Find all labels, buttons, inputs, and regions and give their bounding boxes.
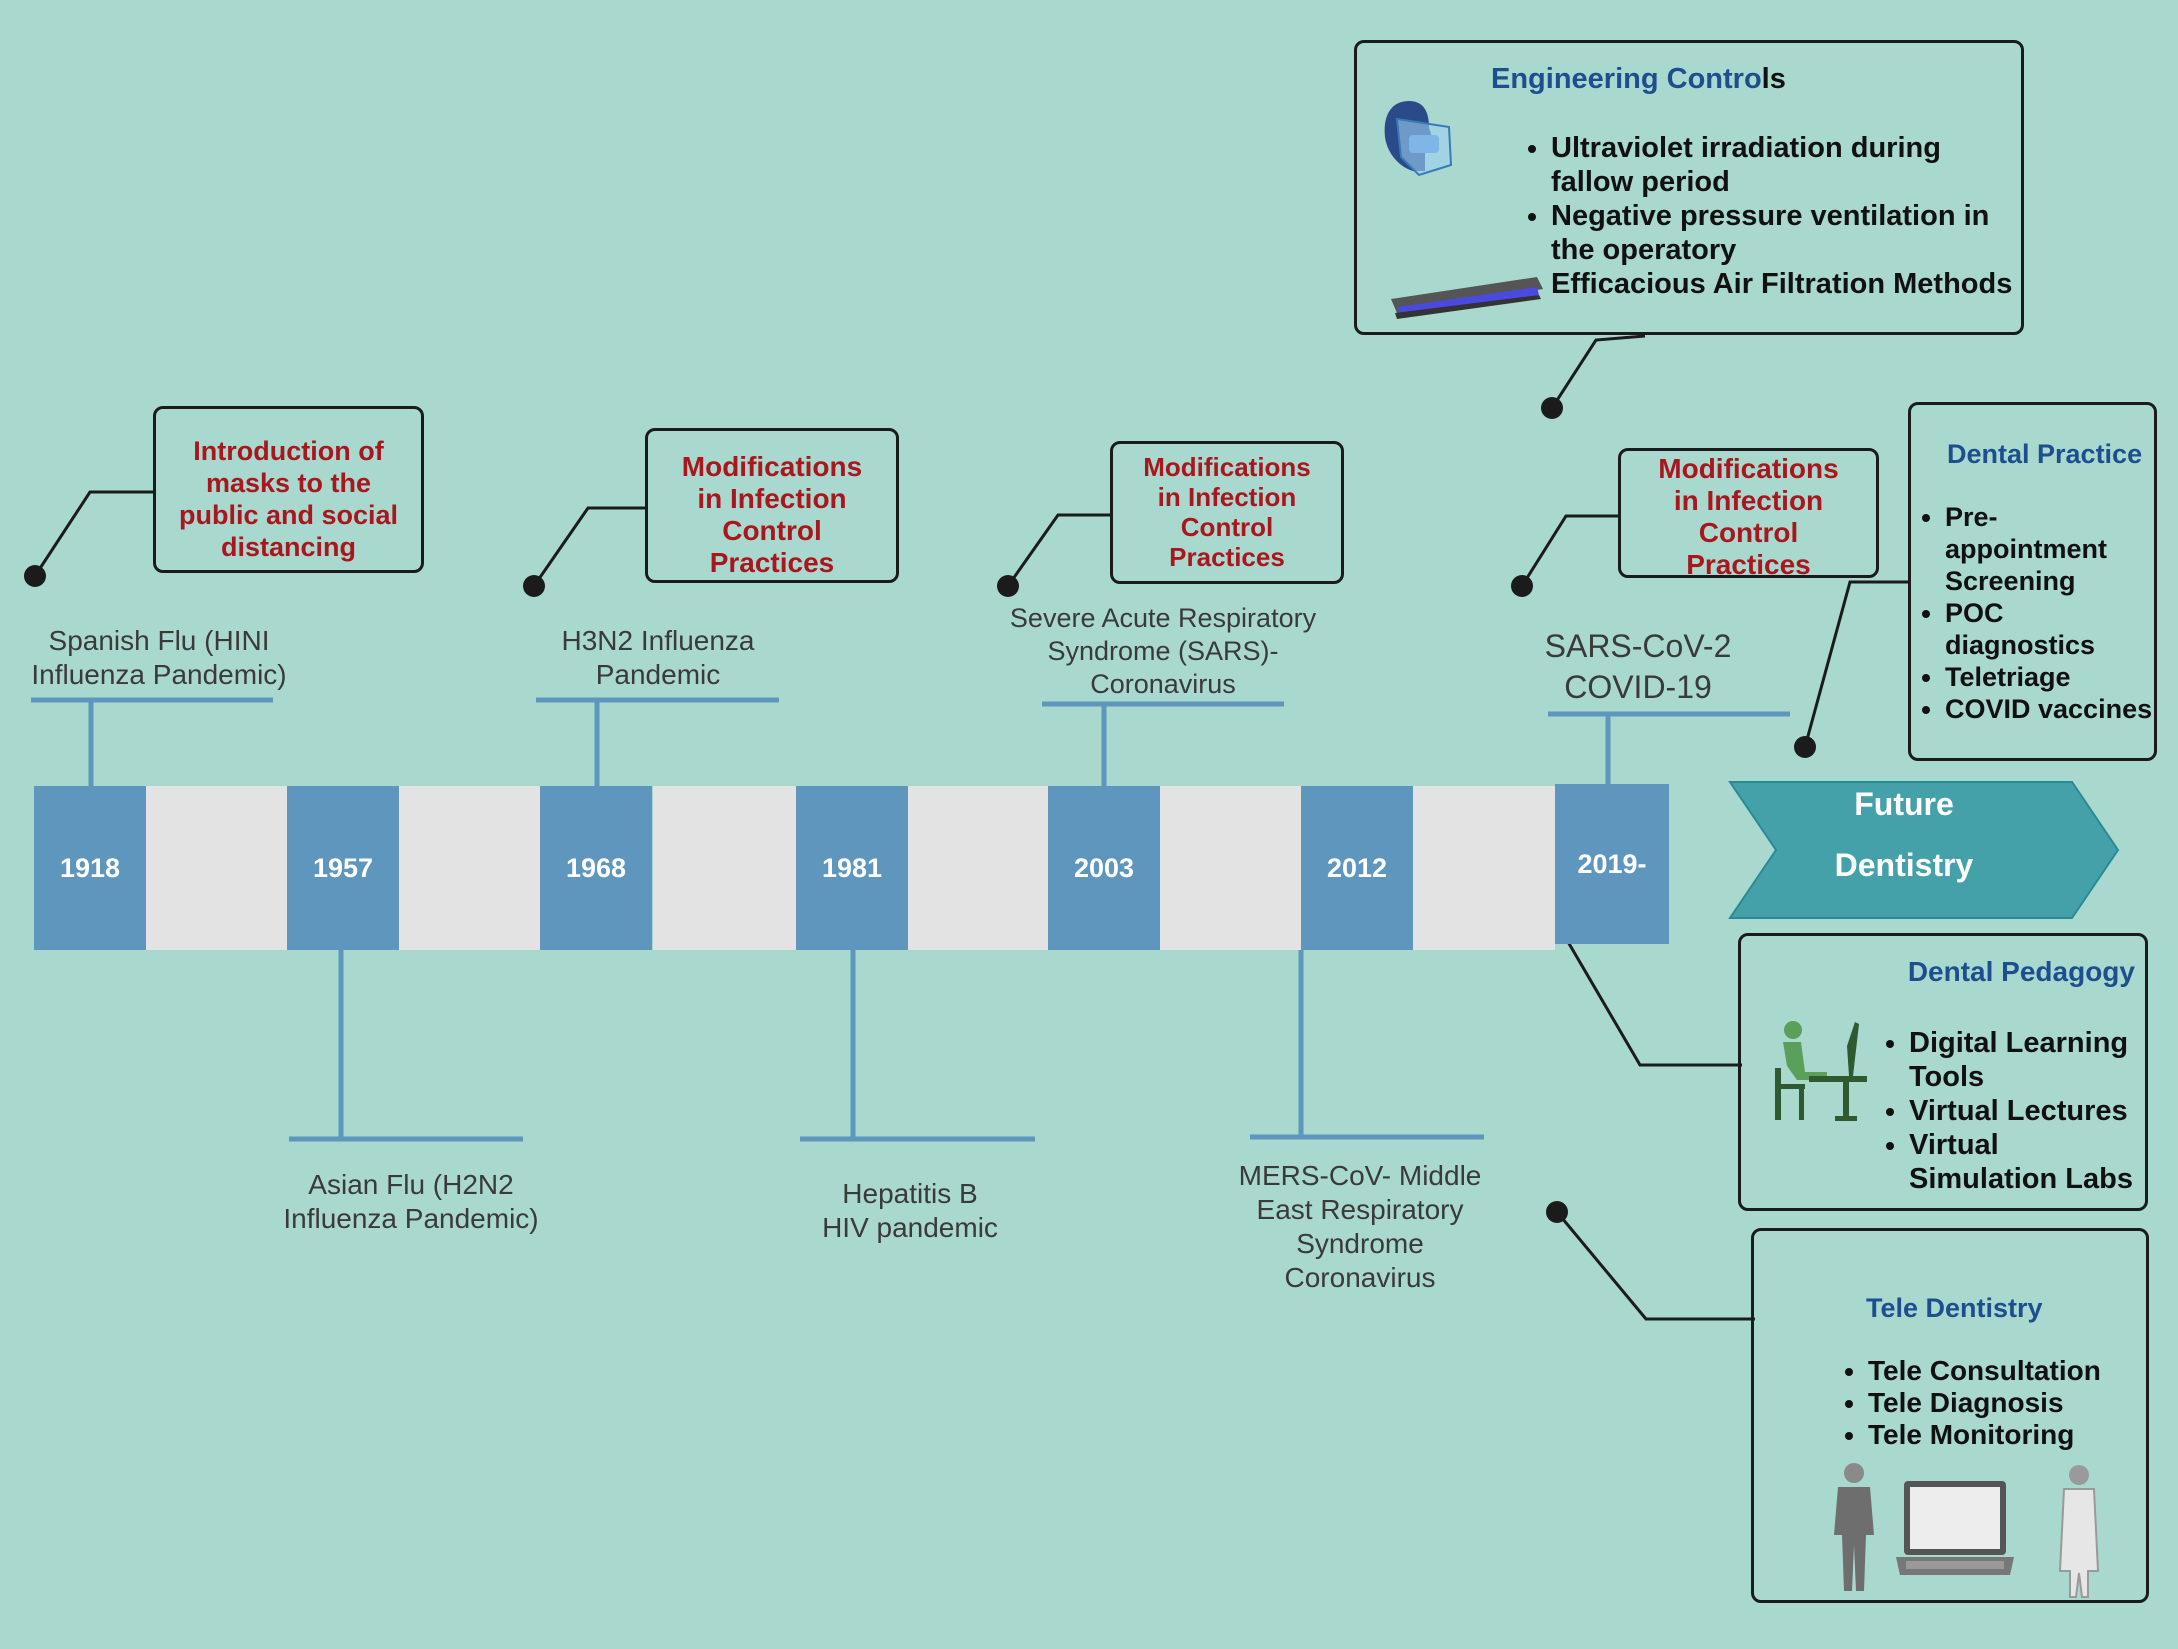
timeline-gap xyxy=(1413,786,1555,950)
callout-infection-control-2019: Modifications in Infection Control Pract… xyxy=(1618,448,1879,580)
leader-2003 xyxy=(1006,513,1112,587)
callout-infection-control-1968: Modifications in Infection Control Pract… xyxy=(645,428,899,583)
timeline-gap xyxy=(908,786,1048,950)
future-line2: Dentistry xyxy=(1834,847,1974,883)
engineering-list: Ultraviolet irradiation during fallow pe… xyxy=(1517,131,2051,301)
callout-infection-control-2003: Modifications in Infection Control Pract… xyxy=(1110,441,1344,584)
laptop-icon xyxy=(1896,1481,2014,1575)
callout-1968-text: Modifications in Infection Control Pract… xyxy=(681,451,863,578)
face-shield-icon xyxy=(1384,101,1453,177)
dentist-figure-icon xyxy=(1834,1463,1874,1591)
year-block-1981: 1981 xyxy=(796,786,908,950)
event-covid19: SARS-CoV-2 COVID-19 xyxy=(1544,628,1732,705)
dental-pedagogy-list: Digital Learning Tools Virtual Lectures … xyxy=(1875,1026,2178,1196)
leader-engineering xyxy=(1550,334,1646,409)
year-block-1918: 1918 xyxy=(34,786,146,950)
event-asian-flu: Asian Flu (H2N2 Influenza Pandemic) xyxy=(283,1169,539,1234)
engineering-title-b: ls xyxy=(1761,63,1786,95)
dental-practice-title: Dental Practice xyxy=(1947,439,2143,469)
event-hepatitis-hiv: Hepatitis B HIV pandemic xyxy=(822,1178,998,1243)
dental-pedagogy-item: Virtual Simulation Labs xyxy=(1909,1128,2178,1196)
dental-practice-list: Pre- appointment Screening POC diagnosti… xyxy=(1911,501,2178,725)
year-block-1957: 1957 xyxy=(287,786,399,950)
future-line1: Future xyxy=(1854,786,1954,822)
student-at-computer-icon xyxy=(1775,1021,1867,1121)
tele-dentistry-item: Tele Consultation xyxy=(1868,1355,2168,1387)
leader-masks xyxy=(33,490,155,577)
doctor-figure-icon xyxy=(2058,1465,2100,1598)
uv-lamp-icon xyxy=(1391,277,1543,319)
event-h3n2: H3N2 Influenza Pandemic xyxy=(561,625,755,690)
dental-pedagogy-title: Dental Pedagogy xyxy=(1907,956,2135,987)
event-spanish-flu: Spanish Flu (HINI Influenza Pandemic) xyxy=(31,625,287,690)
timeline-gap xyxy=(399,786,540,950)
tele-dentistry-item: Tele Diagnosis xyxy=(1868,1387,2168,1419)
timeline-gap xyxy=(1160,786,1301,950)
dental-practice-item: Pre- appointment Screening xyxy=(1945,501,2178,597)
callout-masks: Introduction of masks to the public and … xyxy=(153,406,424,573)
engineering-controls-box: Engineering Controls Ultraviolet irradia… xyxy=(1354,40,2024,335)
dental-practice-item: POC diagnostics xyxy=(1945,597,2178,661)
tele-dentistry-box: Tele Dentistry Tele Consultation Tele Di… xyxy=(1751,1228,2149,1603)
callout-2003-text: Modifications in Infection Control Pract… xyxy=(1143,452,1311,572)
leader-pedagogy xyxy=(1555,922,1742,1067)
leader-dental-practice xyxy=(1803,580,1910,748)
dental-pedagogy-item: Virtual Lectures xyxy=(1909,1094,2178,1128)
timeline-gap xyxy=(653,786,796,950)
callout-masks-text: Introduction of masks to the public and … xyxy=(178,436,399,562)
dental-practice-item: Teletriage xyxy=(1945,661,2178,693)
tele-dentistry-title: Tele Dentistry xyxy=(1866,1293,2043,1323)
tele-dentistry-item: Tele Monitoring xyxy=(1868,1419,2168,1451)
event-mers: MERS-CoV- Middle East Respiratory Syndro… xyxy=(1238,1160,1482,1293)
future-dentistry-arrow xyxy=(1728,781,2120,919)
engineering-item: Efficacious Air Filtration Methods xyxy=(1551,267,2051,301)
engineering-item: Ultraviolet irradiation during fallow pe… xyxy=(1551,131,2051,199)
engineering-title-a: Engineering Contro xyxy=(1491,63,1762,95)
engineering-item: Negative pressure ventilation in the ope… xyxy=(1551,199,2051,267)
year-block-2012: 2012 xyxy=(1301,786,1413,950)
callout-2019-text: Modifications in Infection Control Pract… xyxy=(1658,453,1839,580)
year-block-2003: 2003 xyxy=(1048,786,1160,950)
year-block-1968: 1968 xyxy=(540,786,652,950)
timeline-gap xyxy=(146,786,287,950)
dental-practice-item: COVID vaccines xyxy=(1945,693,2178,725)
engineering-title: Engineering Controls xyxy=(1491,63,1786,96)
leader-tele xyxy=(1555,1211,1755,1321)
leader-2019 xyxy=(1520,514,1620,587)
year-block-2019: 2019- xyxy=(1555,784,1669,944)
dental-pedagogy-box: Dental Pedagogy Digital Learning Tools V… xyxy=(1738,933,2148,1211)
tele-dentistry-list: Tele Consultation Tele Diagnosis Tele Mo… xyxy=(1834,1355,2168,1451)
dental-pedagogy-item: Digital Learning Tools xyxy=(1909,1026,2178,1094)
event-sars: Severe Acute Respiratory Syndrome (SARS)… xyxy=(1009,603,1317,699)
leader-1968 xyxy=(532,506,648,587)
dental-practice-box: Dental Practice Pre- appointment Screeni… xyxy=(1908,402,2157,761)
